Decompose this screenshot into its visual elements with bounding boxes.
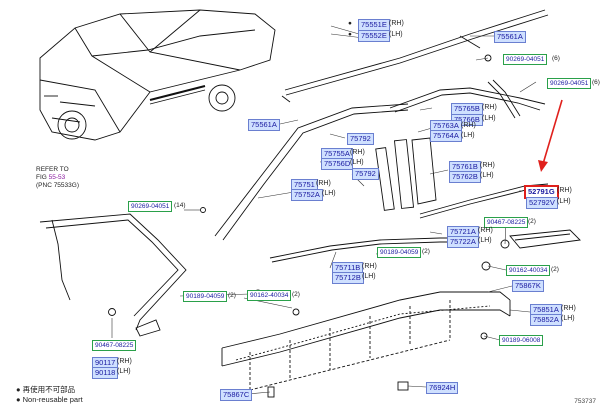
part-75852A[interactable]: 75852A: [530, 314, 562, 326]
bolt-90269-top[interactable]: 90269-04051: [503, 54, 548, 65]
part-76924H[interactable]: 76924H: [426, 382, 459, 394]
vehicle-illustration: [39, 9, 276, 141]
part-75552E[interactable]: 75552E: [358, 30, 390, 42]
part-90118[interactable]: 90118: [92, 367, 119, 379]
bolt-90467-left[interactable]: 90467-08225: [92, 340, 137, 351]
bolt-90189-a[interactable]: 90189-04059: [377, 247, 422, 258]
part-75764A[interactable]: 75764A: [430, 130, 462, 142]
part-75712B[interactable]: 75712B: [332, 272, 364, 284]
bolt-90467-right[interactable]: 90467-08225: [484, 217, 529, 228]
part-75762B[interactable]: 75762B: [449, 171, 481, 183]
legend-japanese: ● 再使用不可部品: [16, 385, 76, 394]
part-75722A[interactable]: 75722A: [447, 236, 479, 248]
part-75756D[interactable]: 75756D: [321, 158, 354, 170]
part-75752A[interactable]: 75752A: [291, 189, 323, 201]
bolt-90189-b[interactable]: 90189-04059: [183, 291, 228, 302]
bolt-90269-left[interactable]: 90269-04051: [128, 201, 173, 212]
non-reusable-marker: ●: [348, 20, 352, 27]
bolt-90189-c[interactable]: 90189-06008: [499, 335, 544, 346]
non-reusable-marker: ●: [348, 31, 352, 38]
bolt-90162-right[interactable]: 90162-40034: [506, 265, 551, 276]
refer-note: REFER TO FIG 55-53 (PNC 75533G): [36, 166, 79, 189]
part-75792-a[interactable]: 75792: [347, 133, 374, 145]
bolt-90162-left[interactable]: 90162-40034: [247, 290, 292, 301]
part-75867K[interactable]: 75867K: [512, 280, 544, 292]
figure-code: 753737: [574, 398, 596, 405]
side-rh-label: (RH): [389, 20, 404, 27]
part-75561A-top[interactable]: 75561A: [494, 31, 526, 43]
bolt-90269-right[interactable]: 90269-04051: [547, 78, 592, 89]
part-75867C[interactable]: 75867C: [220, 389, 253, 401]
part-52792V[interactable]: 52792V: [526, 197, 558, 209]
refer-fig-link[interactable]: 55-53: [48, 174, 66, 181]
red-callout-arrow: [538, 99, 563, 172]
legend-non-reusable: ● Non-reusable part: [16, 395, 83, 404]
roof-molding: [284, 9, 549, 96]
part-75561A-car[interactable]: 75561A: [248, 119, 280, 131]
part-75792-b[interactable]: 75792: [352, 168, 379, 180]
side-lh-label: (LH): [389, 31, 403, 38]
